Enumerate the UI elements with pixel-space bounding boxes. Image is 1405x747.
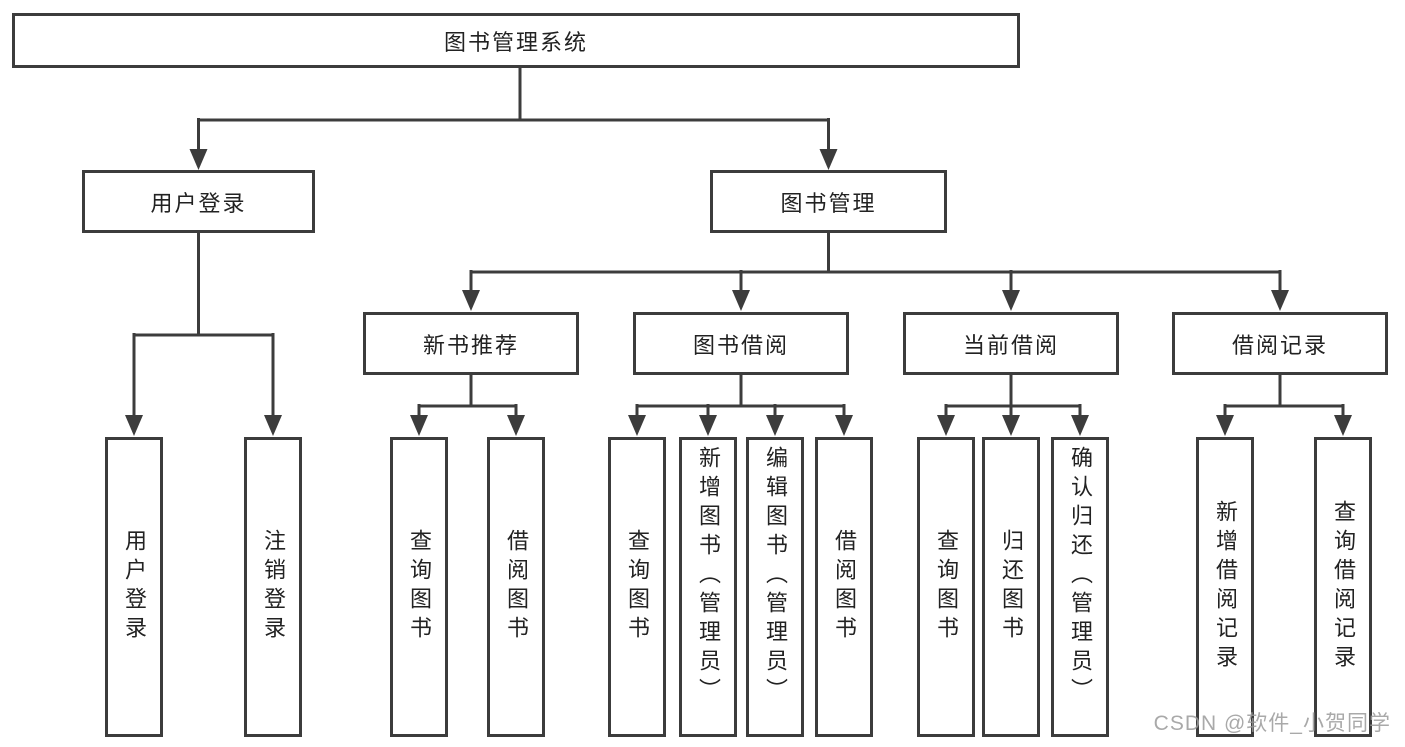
leaf-return-books: 归还图书 bbox=[982, 437, 1040, 737]
node-label: 图书管理系统 bbox=[443, 29, 588, 55]
node-label: 图书管理 bbox=[780, 190, 877, 216]
node-label: 注销登录 bbox=[261, 529, 286, 645]
node-user-login: 用户登录 bbox=[82, 170, 315, 233]
leaf-query-books-3: 查询图书 bbox=[917, 437, 975, 737]
leaf-edit-book-admin: 编辑图书（管理员） bbox=[746, 437, 804, 737]
leaf-query-borrow-record: 查询借阅记录 bbox=[1314, 437, 1372, 737]
leaf-confirm-return-admin: 确认归还（管理员） bbox=[1051, 437, 1109, 737]
node-label: 新书推荐 bbox=[422, 332, 519, 358]
node-label: 新增借阅记录 bbox=[1213, 500, 1238, 674]
leaf-add-borrow-record: 新增借阅记录 bbox=[1196, 437, 1254, 737]
node-borrowing-records: 借阅记录 bbox=[1172, 312, 1388, 375]
leaf-query-books-1: 查询图书 bbox=[390, 437, 448, 737]
node-label: 图书借阅 bbox=[692, 332, 789, 358]
leaf-logout: 注销登录 bbox=[244, 437, 302, 737]
node-new-book-recommendation: 新书推荐 bbox=[363, 312, 579, 375]
leaf-query-books-2: 查询图书 bbox=[608, 437, 666, 737]
node-label: 归还图书 bbox=[999, 529, 1024, 645]
node-book-management: 图书管理 bbox=[710, 170, 947, 233]
node-label: 确认归还（管理员） bbox=[1068, 446, 1093, 707]
node-label: 查询图书 bbox=[934, 529, 959, 645]
node-label: 查询图书 bbox=[407, 529, 432, 645]
node-label: 查询借阅记录 bbox=[1331, 500, 1356, 674]
node-book-borrowing: 图书借阅 bbox=[633, 312, 849, 375]
leaf-user-login: 用户登录 bbox=[105, 437, 163, 737]
node-label: 新增图书（管理员） bbox=[696, 446, 721, 707]
leaf-borrow-books-2: 借阅图书 bbox=[815, 437, 873, 737]
leaf-add-book-admin: 新增图书（管理员） bbox=[679, 437, 737, 737]
node-label: 用户登录 bbox=[150, 190, 247, 216]
node-label: 用户登录 bbox=[122, 529, 147, 645]
node-label: 借阅记录 bbox=[1231, 332, 1328, 358]
csdn-watermark: CSDN @软件_小贺同学 bbox=[1153, 712, 1391, 735]
leaf-borrow-books-1: 借阅图书 bbox=[487, 437, 545, 737]
node-label: 借阅图书 bbox=[832, 529, 857, 645]
node-label: 当前借阅 bbox=[962, 332, 1059, 358]
node-label: 编辑图书（管理员） bbox=[763, 446, 788, 707]
node-label: 借阅图书 bbox=[504, 529, 529, 645]
node-current-borrowing: 当前借阅 bbox=[903, 312, 1119, 375]
node-library-management-system: 图书管理系统 bbox=[12, 13, 1020, 68]
node-label: 查询图书 bbox=[625, 529, 650, 645]
